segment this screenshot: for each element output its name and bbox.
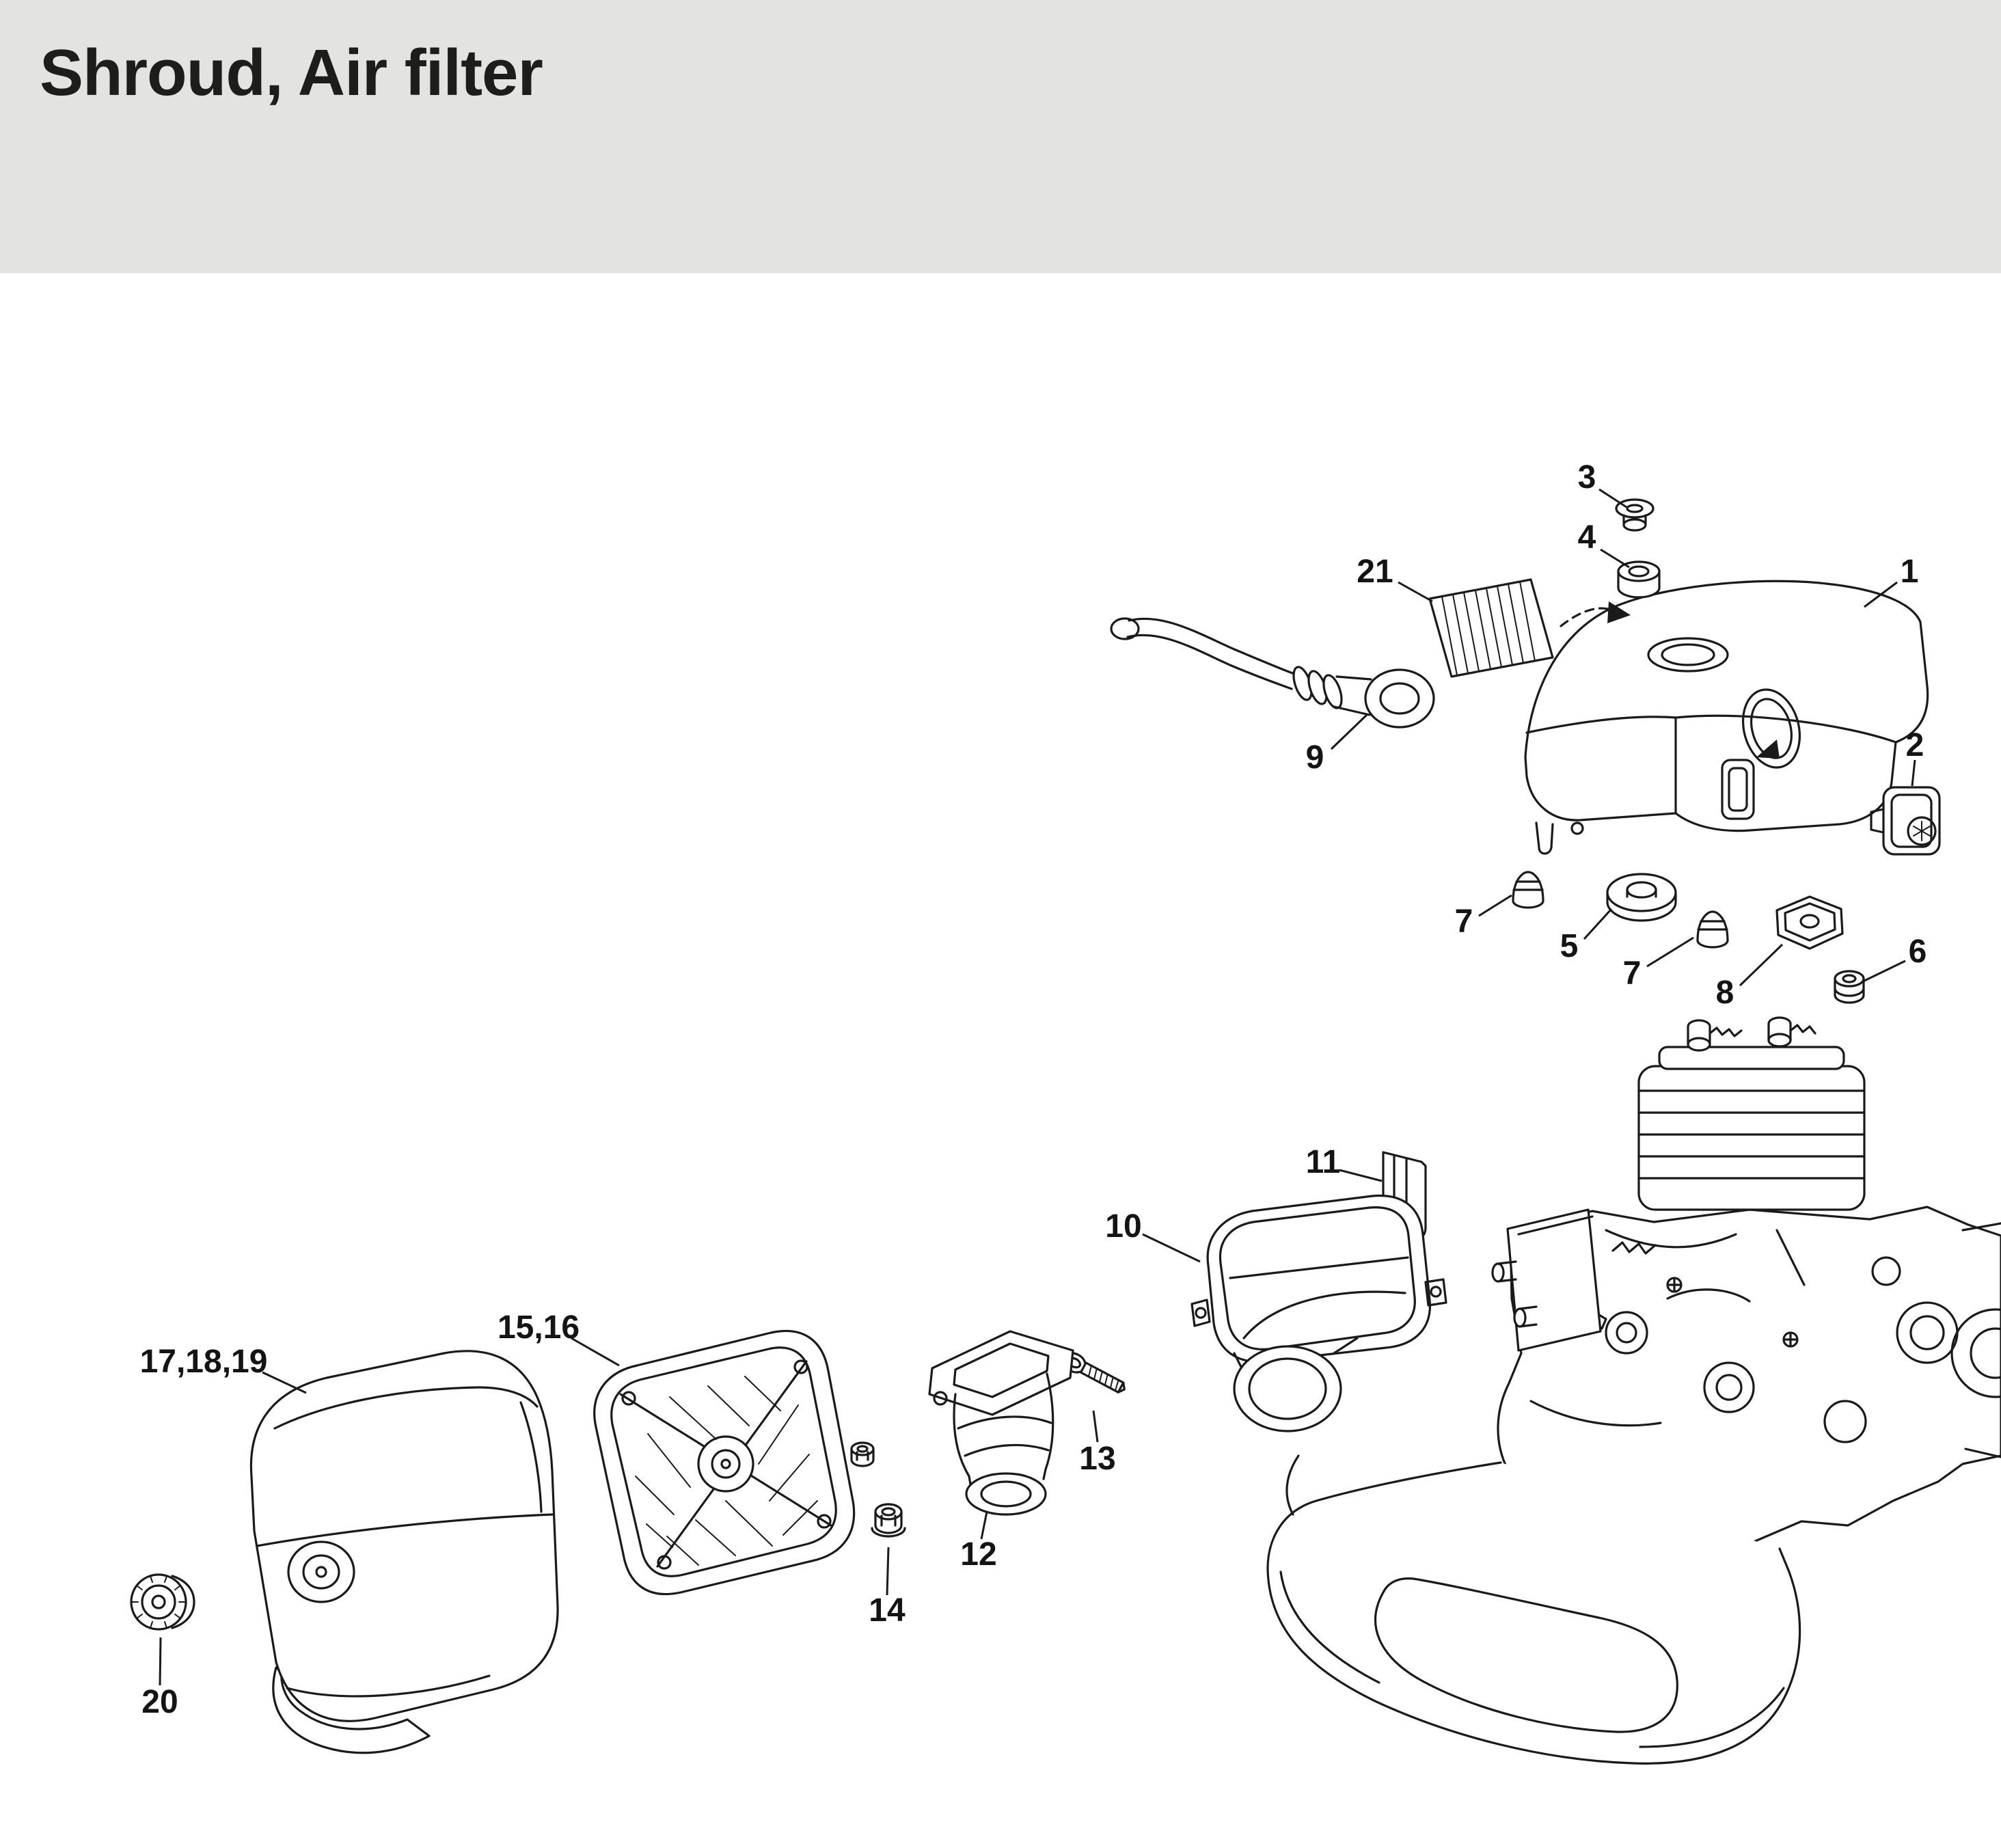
callout-2: 2 (1906, 727, 1924, 763)
callout-6: 6 (1909, 934, 1927, 970)
part-bushing-4 (1617, 560, 1661, 599)
leader-lines (159, 488, 1916, 1686)
part-nut-6 (1834, 970, 1865, 1004)
callout-4: 4 (1578, 519, 1596, 556)
part-twist-lock-20 (130, 1573, 195, 1631)
part-intake-manifold-12 (928, 1330, 1074, 1516)
callout-labels: 3 4 21 1 9 2 7 5 7 8 6 11 10 15,16 17,18… (140, 459, 1927, 1720)
part-grommet-3 (1615, 498, 1655, 532)
part-grommet-7-right (1696, 910, 1729, 949)
callout-21: 21 (1357, 554, 1393, 590)
callout-13: 13 (1079, 1441, 1115, 1477)
callout-15-16: 15,16 (498, 1309, 580, 1346)
part-master-control-2 (1870, 786, 1941, 856)
engine-assembly (1266, 1016, 2001, 1765)
part-nut-14 (871, 1503, 906, 1538)
part-washer-5 (1606, 873, 1677, 922)
part-air-filter-15-16 (593, 1329, 856, 1596)
callout-14: 14 (869, 1592, 906, 1629)
callout-11: 11 (1306, 1144, 1341, 1180)
callout-1: 1 (1901, 554, 1919, 590)
callout-17-18-19: 17,18,19 (140, 1344, 268, 1380)
part-air-filter-housing-10 (1190, 1194, 1447, 1432)
page-header: Shroud, Air filter (0, 0, 2001, 273)
callout-8: 8 (1716, 975, 1734, 1011)
part-spark-plug-boot-9 (1110, 617, 1435, 729)
callout-7b: 7 (1623, 955, 1642, 992)
part-carburetor-box-cover-17-18-19 (249, 1350, 559, 1754)
part-grommet-7-left (1512, 871, 1544, 909)
callout-5: 5 (1560, 928, 1579, 964)
part-shroud-1 (1524, 580, 1929, 855)
callout-3: 3 (1578, 459, 1596, 495)
callout-10: 10 (1105, 1208, 1141, 1245)
callout-12: 12 (960, 1536, 996, 1573)
part-filter-nut (850, 1441, 875, 1467)
part-clip-8 (1775, 895, 1844, 950)
page-title: Shroud, Air filter (40, 36, 543, 109)
mounting-direction-arrow (1560, 601, 1631, 627)
callout-20: 20 (141, 1684, 178, 1720)
callout-9: 9 (1306, 739, 1324, 776)
part-vent-grille-21 (1428, 578, 1554, 678)
callout-7a: 7 (1455, 903, 1473, 940)
